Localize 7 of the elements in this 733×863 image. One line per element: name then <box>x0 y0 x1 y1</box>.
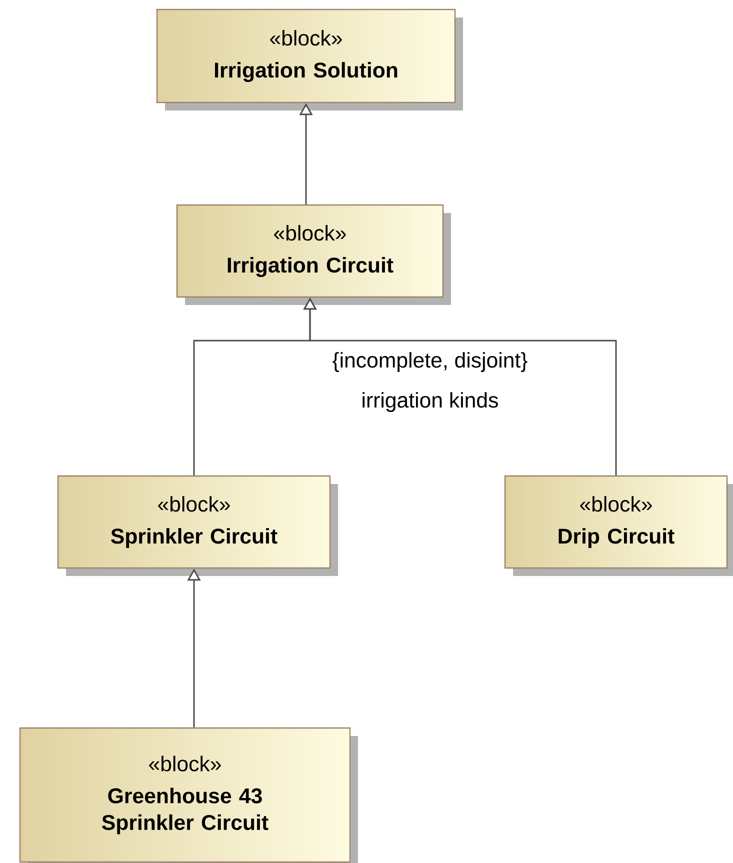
constraint-label: {incomplete, disjoint} <box>330 350 530 374</box>
block-box: «block» Drip Circuit <box>504 475 733 576</box>
block-box: «block» Sprinkler Circuit <box>57 475 338 576</box>
block-box: «block» Greenhouse 43 Sprinkler Circuit <box>19 727 358 863</box>
block-box: «block» Irrigation Circuit <box>176 204 451 305</box>
constraint-label: irrigation kinds <box>360 390 500 414</box>
block-box: «block» Irrigation Solution <box>156 8 463 110</box>
